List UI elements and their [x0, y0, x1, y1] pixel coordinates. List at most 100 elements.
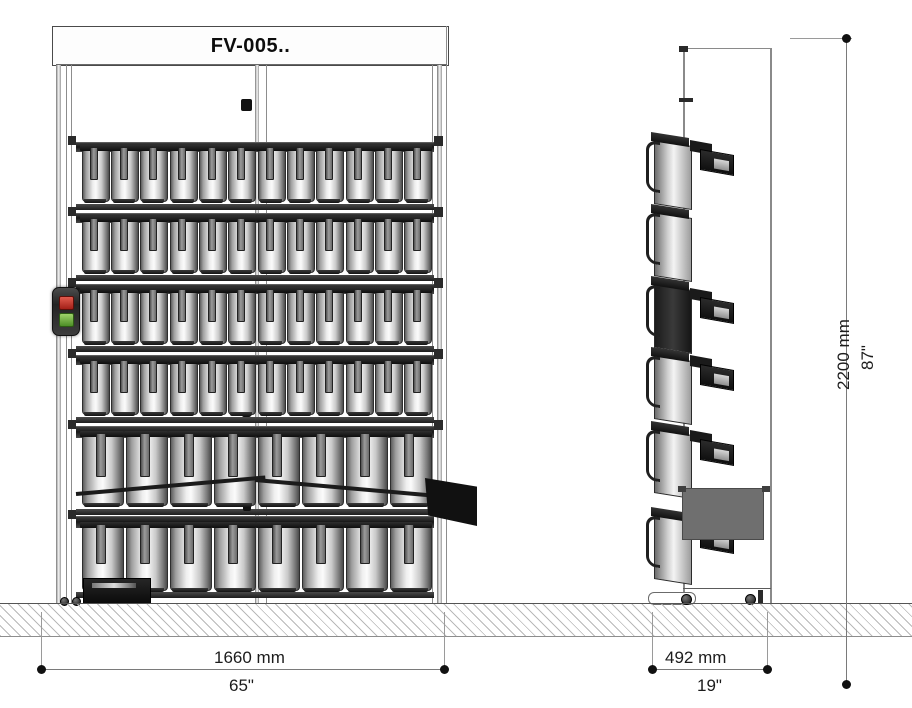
dim-dot-width-right: [440, 665, 449, 674]
center-fitting-top: [241, 99, 252, 111]
shelf-bracket-right-2: [434, 207, 443, 217]
start-button-icon[interactable]: [59, 313, 74, 327]
vessel-spout: [315, 524, 327, 565]
vessel-base: [318, 341, 341, 345]
side-vessel-3: [646, 276, 692, 355]
side-cabinet-right-wall: [770, 48, 772, 604]
side-tag-1: [700, 149, 734, 176]
vessel-base: [392, 503, 428, 507]
dim-line-height: [846, 38, 847, 688]
side-tag-face: [714, 448, 729, 462]
frame-post-right-outer: [437, 64, 442, 604]
vessel-row3-7: [255, 287, 286, 345]
vessel-base: [172, 588, 208, 592]
base-shaft: [92, 583, 136, 588]
vessel-row4-1: [79, 358, 110, 416]
vessel-row1-7: [255, 145, 286, 203]
vessel-base: [318, 412, 341, 416]
vessel-body: [404, 150, 433, 202]
shelf-bracket-right-4: [434, 349, 443, 359]
vessel-row6-8: [388, 522, 432, 592]
vessel-spout: [207, 147, 216, 180]
vessel-base: [406, 199, 429, 203]
vessel-spout: [139, 524, 151, 565]
vessel-row2-12: [402, 216, 433, 274]
dim-dot-depth-right: [763, 665, 772, 674]
vessel-row6-7: [344, 522, 388, 592]
vessel-base: [377, 270, 399, 274]
side-base-bracket: [758, 590, 763, 603]
vessel-spout: [149, 147, 157, 180]
vessel-base: [142, 341, 165, 345]
vessel-spout: [119, 360, 128, 393]
vessel-row2-2: [109, 216, 139, 274]
shelf-bracket-left-6: [68, 510, 76, 519]
vessel-spout: [315, 433, 327, 478]
vessel-row4-10: [343, 358, 374, 416]
vessel-body: [140, 221, 169, 273]
vessel-row1-4: [167, 145, 198, 203]
side-vessel-handle: [646, 139, 661, 193]
vessel-base: [230, 341, 253, 345]
vessel-spout: [295, 289, 304, 322]
vessel-base: [347, 412, 370, 416]
vessel-base: [83, 412, 106, 416]
vessel-row3-5: [197, 287, 227, 345]
vessel-spout: [359, 524, 371, 565]
frame-post-center: [255, 64, 259, 604]
side-tag-face: [714, 158, 729, 172]
shelf-bracket-right-1: [434, 136, 443, 146]
vessel-spout: [413, 147, 421, 180]
vessel-base: [304, 503, 340, 507]
vessel-spout: [227, 433, 239, 478]
vessel-spout: [413, 360, 421, 393]
vessel-base: [230, 270, 253, 274]
control-panel[interactable]: [52, 287, 80, 336]
stop-button-icon[interactable]: [59, 296, 74, 310]
vessel-base: [289, 412, 311, 416]
dim-line-depth: [652, 669, 767, 670]
vessel-spout: [271, 524, 283, 565]
vessel-base: [113, 270, 135, 274]
vessel-row2-7: [255, 216, 286, 274]
vessel-spout: [227, 524, 239, 565]
vessel-row4-2: [109, 358, 139, 416]
vessel-row2-6: [226, 216, 257, 274]
vessel-row1-9: [314, 145, 345, 203]
dim-dot-height-top: [842, 34, 851, 43]
vessel-base: [392, 588, 428, 592]
vessel-base: [128, 503, 164, 507]
vessel-row2-10: [343, 216, 374, 274]
vessel-spout: [295, 218, 304, 251]
vessel-spout: [139, 433, 151, 478]
vessel-base: [84, 503, 120, 507]
vessel-spout: [295, 147, 304, 180]
side-vessel-5: [646, 421, 692, 500]
machine-title-sign: FV-005..: [52, 26, 449, 66]
vessel-row4-12: [402, 358, 433, 416]
vessel-spout: [325, 289, 333, 322]
dim-width-mm: 1660 mm: [214, 648, 285, 667]
shelf-bracket-left-1: [68, 136, 76, 145]
shelf-base-1: [76, 204, 434, 210]
vessel-spout: [237, 360, 245, 393]
dim-ext-height-top: [790, 38, 852, 39]
vessel-row2-1: [79, 216, 110, 274]
vessel-spout: [354, 360, 363, 393]
vessel-spout: [383, 289, 392, 322]
vessel-row1-1: [79, 145, 110, 203]
vessel-spout: [149, 360, 157, 393]
vessel-base: [171, 412, 194, 416]
frame-top-crossbar: [56, 64, 447, 65]
shelf-bracket-left-4: [68, 349, 76, 358]
vessel-spout: [325, 147, 333, 180]
vessel-spout: [90, 360, 99, 393]
vessel-base: [259, 270, 282, 274]
vessel-row6-5: [256, 522, 300, 592]
dim-height-inch: 87": [858, 345, 877, 370]
vessel-spout: [403, 433, 415, 478]
vessel-base: [289, 270, 311, 274]
vessel-row1-11: [373, 145, 403, 203]
base-mechanism-housing: [83, 578, 151, 604]
